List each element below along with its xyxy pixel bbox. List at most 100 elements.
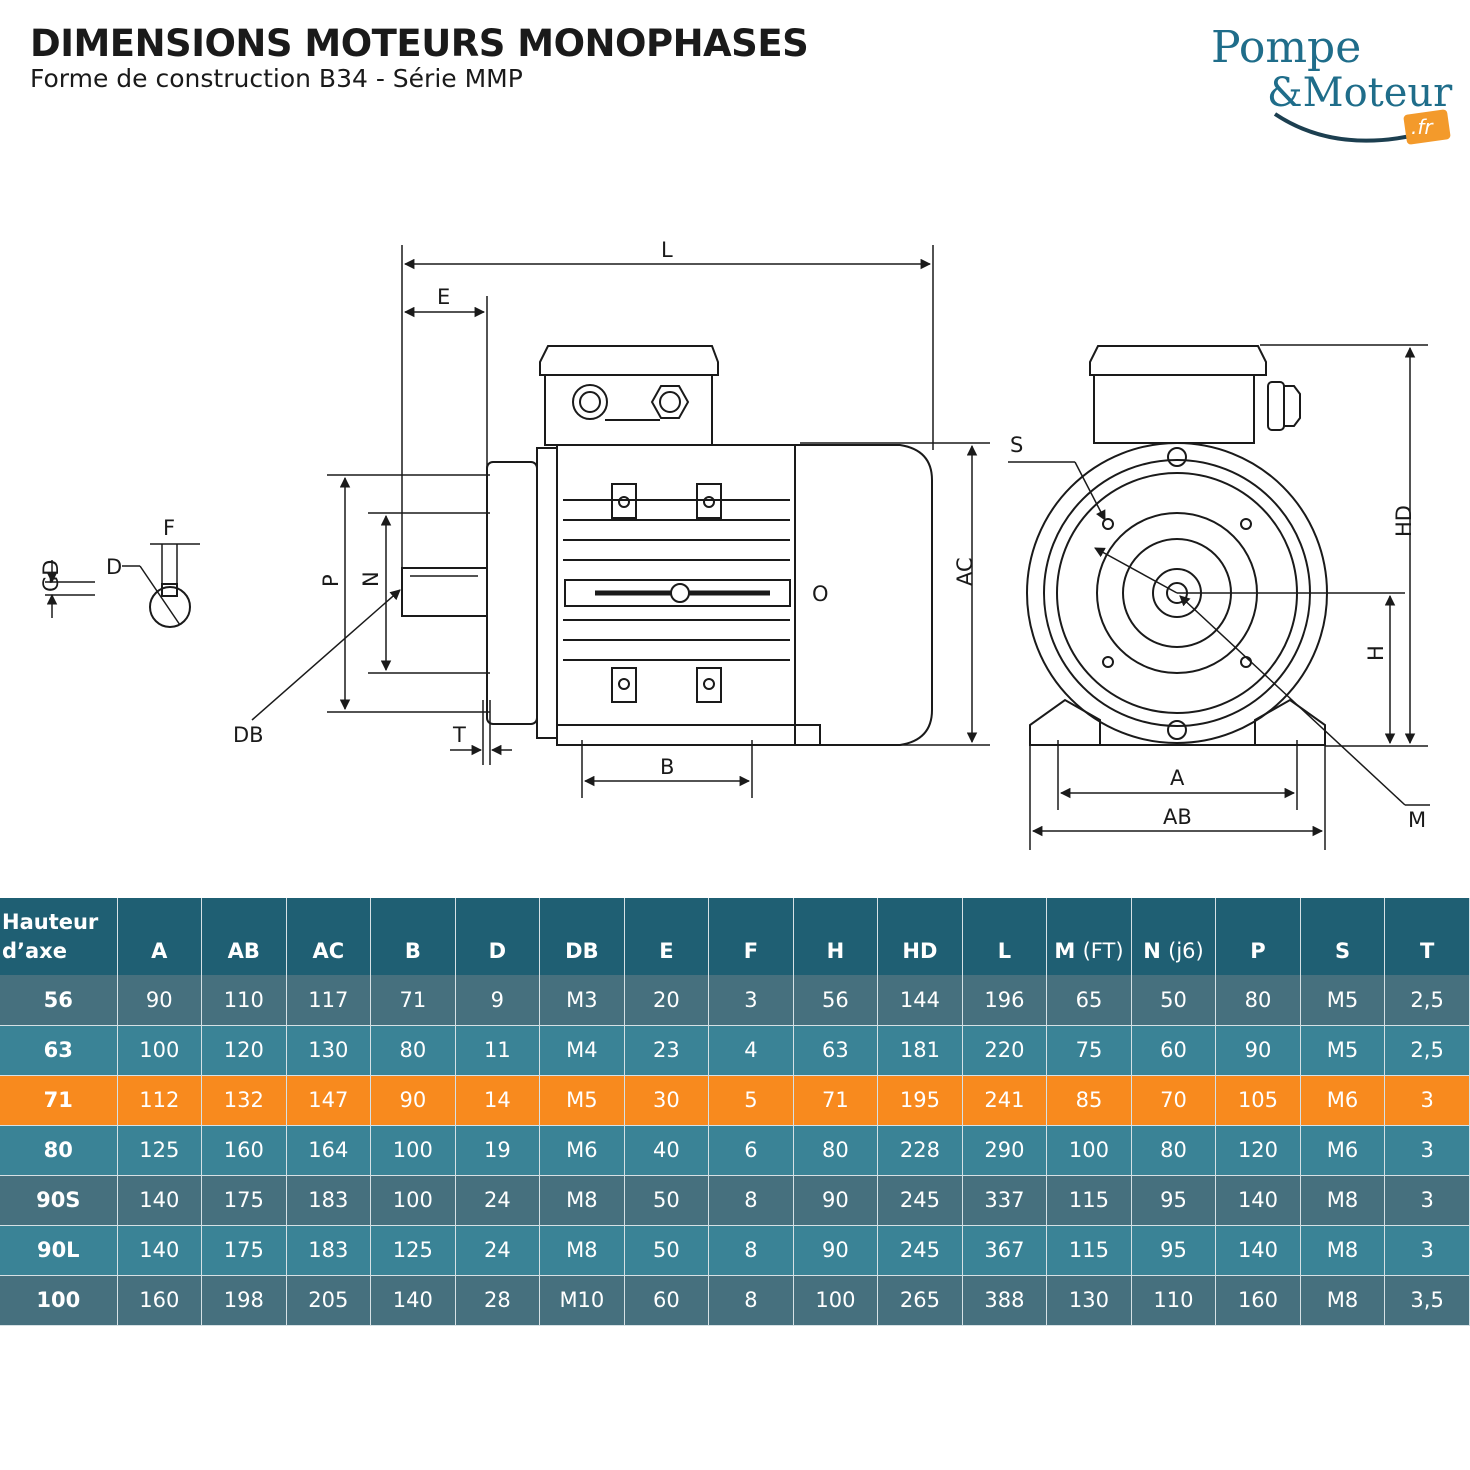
column-header: HD xyxy=(877,898,963,975)
corner-line2: d’axe xyxy=(2,938,67,963)
label-O: O xyxy=(812,582,829,606)
table-cell: 160 xyxy=(1215,1275,1301,1326)
table-cell: 265 xyxy=(877,1275,963,1326)
label-E: E xyxy=(437,285,450,309)
table-cell: 14 xyxy=(455,1075,541,1126)
motor-side-view xyxy=(251,245,990,798)
column-header-label: H xyxy=(826,938,845,963)
row-shaft-height: 90S xyxy=(0,1175,118,1226)
table-cell: 50 xyxy=(1131,975,1217,1026)
table-cell: 130 xyxy=(286,1025,372,1076)
label-B: B xyxy=(660,755,674,779)
column-header-label: DB xyxy=(565,938,599,963)
table-cell: 245 xyxy=(877,1175,963,1226)
table-cell: M6 xyxy=(539,1125,625,1176)
table-cell: 3 xyxy=(1384,1075,1470,1126)
column-header-label: L xyxy=(997,938,1012,963)
column-header: B xyxy=(370,898,456,975)
brand-logo: Pompe &Moteur .fr xyxy=(1211,22,1453,145)
column-header-unit: (FT) xyxy=(1082,938,1124,963)
table-cell: 80 xyxy=(370,1025,456,1076)
table-cell: M5 xyxy=(1300,975,1386,1026)
table-cell: 183 xyxy=(286,1175,372,1226)
table-cell: M6 xyxy=(1300,1125,1386,1176)
row-shaft-height: 80 xyxy=(0,1125,118,1176)
table-cell: 220 xyxy=(962,1025,1048,1076)
table-cell: 90 xyxy=(117,975,203,1026)
table-cell: 144 xyxy=(877,975,963,1026)
table-cell: 205 xyxy=(286,1275,372,1326)
table-cell: M6 xyxy=(1300,1075,1386,1126)
page-subtitle: Forme de construction B34 - Série MMP xyxy=(30,64,523,93)
column-header-label: P xyxy=(1250,938,1266,963)
table-cell: 4 xyxy=(708,1025,794,1076)
page-title: DIMENSIONS MOTEURS MONOPHASES xyxy=(30,22,809,65)
table-cell: 70 xyxy=(1131,1075,1217,1126)
table-cell: 24 xyxy=(455,1225,541,1276)
column-header: M (FT) xyxy=(1046,898,1132,975)
table-cell: 241 xyxy=(962,1075,1048,1126)
table-cell: 11 xyxy=(455,1025,541,1076)
table-cell: 3 xyxy=(1384,1225,1470,1276)
table-cell: 90 xyxy=(793,1175,879,1226)
table-cell: 115 xyxy=(1046,1225,1132,1276)
table-cell: 245 xyxy=(877,1225,963,1276)
table-cell: 125 xyxy=(370,1225,456,1276)
table-cell: 140 xyxy=(117,1225,203,1276)
table-cell: 56 xyxy=(793,975,879,1026)
column-header-label: M xyxy=(1054,938,1076,963)
table-cell: 198 xyxy=(201,1275,287,1326)
table-cell: 100 xyxy=(370,1175,456,1226)
table-cell: 80 xyxy=(1215,975,1301,1026)
table-cell: M8 xyxy=(539,1175,625,1226)
column-header-label: T xyxy=(1419,938,1435,963)
table-cell: M8 xyxy=(539,1225,625,1276)
column-header-label: N xyxy=(1143,938,1161,963)
table-cell: 337 xyxy=(962,1175,1048,1226)
table-cell: 2,5 xyxy=(1384,1025,1470,1076)
column-header-label: S xyxy=(1334,938,1351,963)
table-cell: 110 xyxy=(201,975,287,1026)
label-F: F xyxy=(163,516,175,540)
column-header: A xyxy=(117,898,203,975)
column-header-label: HD xyxy=(902,938,938,963)
table-cell: 95 xyxy=(1131,1225,1217,1276)
column-header-label: E xyxy=(659,938,674,963)
table-cell: 117 xyxy=(286,975,372,1026)
logo-badge-text: .fr xyxy=(1411,115,1434,139)
label-D: D xyxy=(106,555,122,579)
label-S: S xyxy=(1010,433,1023,457)
table-cell: 120 xyxy=(1215,1125,1301,1176)
table-cell: 112 xyxy=(117,1075,203,1126)
table-cell: 8 xyxy=(708,1225,794,1276)
row-shaft-height: 90L xyxy=(0,1225,118,1276)
table-cell: 115 xyxy=(1046,1175,1132,1226)
label-HD: HD xyxy=(1392,505,1416,537)
column-header-unit: (j6) xyxy=(1168,938,1204,963)
table-cell: 147 xyxy=(286,1075,372,1126)
table-cell: M8 xyxy=(1300,1275,1386,1326)
table-cell: M8 xyxy=(1300,1175,1386,1226)
table-cell: 160 xyxy=(117,1275,203,1326)
table-cell: M10 xyxy=(539,1275,625,1326)
table-cell: 8 xyxy=(708,1275,794,1326)
shaft-key-detail xyxy=(45,543,200,628)
table-cell: 80 xyxy=(1131,1125,1217,1176)
table-cell: 183 xyxy=(286,1225,372,1276)
motor-drawing: F D GD xyxy=(39,238,1430,850)
label-AB: AB xyxy=(1163,805,1192,829)
column-header-label: B xyxy=(404,938,421,963)
column-header: S xyxy=(1300,898,1386,975)
label-L: L xyxy=(661,238,673,262)
label-P: P xyxy=(319,574,343,587)
table-cell: 3 xyxy=(1384,1175,1470,1226)
table-cell: 24 xyxy=(455,1175,541,1226)
table-cell: 90 xyxy=(1215,1025,1301,1076)
label-AC: AC xyxy=(953,557,977,586)
table-cell: 388 xyxy=(962,1275,1048,1326)
logo-line1: Pompe xyxy=(1211,22,1361,73)
